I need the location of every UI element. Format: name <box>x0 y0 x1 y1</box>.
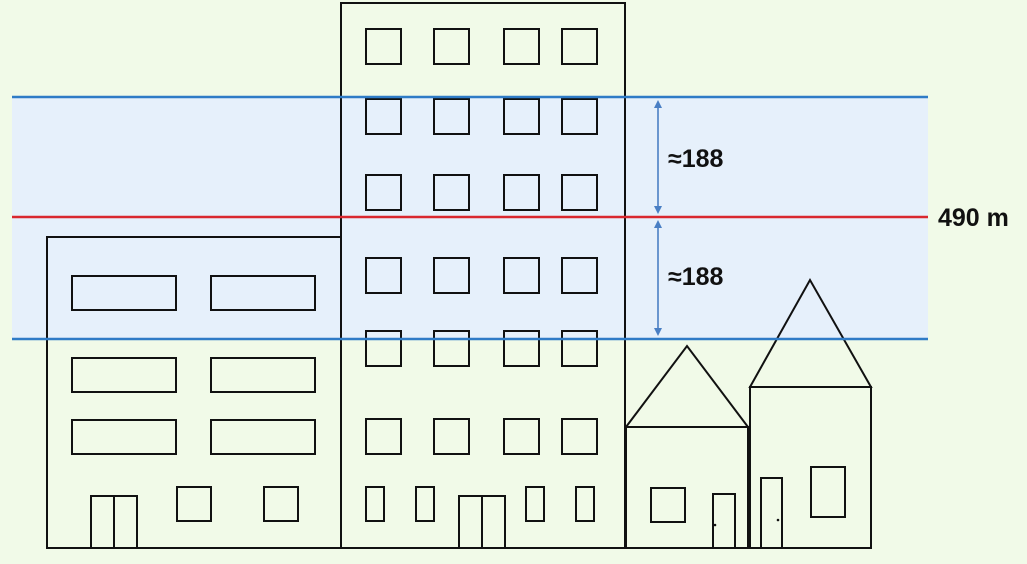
window <box>650 487 686 523</box>
window <box>503 257 540 294</box>
narrow-window <box>365 486 385 522</box>
window <box>433 330 470 367</box>
window <box>71 357 177 393</box>
window <box>561 28 598 65</box>
narrow-window <box>525 486 545 522</box>
pointed-house <box>748 277 873 549</box>
window <box>365 418 402 455</box>
center-value-label: 490 m <box>938 204 1009 232</box>
lower-offset-label: ≈188 <box>668 263 724 291</box>
window <box>210 357 316 393</box>
window <box>263 486 299 522</box>
window <box>71 275 177 311</box>
window <box>210 275 316 311</box>
window <box>503 418 540 455</box>
window <box>365 28 402 65</box>
window <box>176 486 212 522</box>
window <box>365 174 402 211</box>
window <box>365 330 402 367</box>
left-building <box>46 236 342 549</box>
tall-building <box>340 2 626 549</box>
window <box>561 174 598 211</box>
window <box>433 28 470 65</box>
window <box>561 330 598 367</box>
door <box>712 493 736 549</box>
double-door <box>90 495 138 549</box>
window <box>365 98 402 135</box>
window <box>433 418 470 455</box>
window <box>433 98 470 135</box>
window <box>433 257 470 294</box>
window <box>503 98 540 135</box>
door <box>760 477 783 549</box>
window <box>561 418 598 455</box>
window <box>503 28 540 65</box>
dimension-arrow-icon <box>654 100 662 336</box>
double-door <box>458 495 506 549</box>
window <box>561 98 598 135</box>
narrow-window <box>415 486 435 522</box>
window <box>561 257 598 294</box>
narrow-window <box>575 486 595 522</box>
window <box>503 330 540 367</box>
window <box>71 419 177 455</box>
window <box>503 174 540 211</box>
window <box>433 174 470 211</box>
window <box>810 466 846 518</box>
window <box>365 257 402 294</box>
window <box>210 419 316 455</box>
upper-offset-label: ≈188 <box>668 145 724 173</box>
small-house <box>623 344 751 549</box>
